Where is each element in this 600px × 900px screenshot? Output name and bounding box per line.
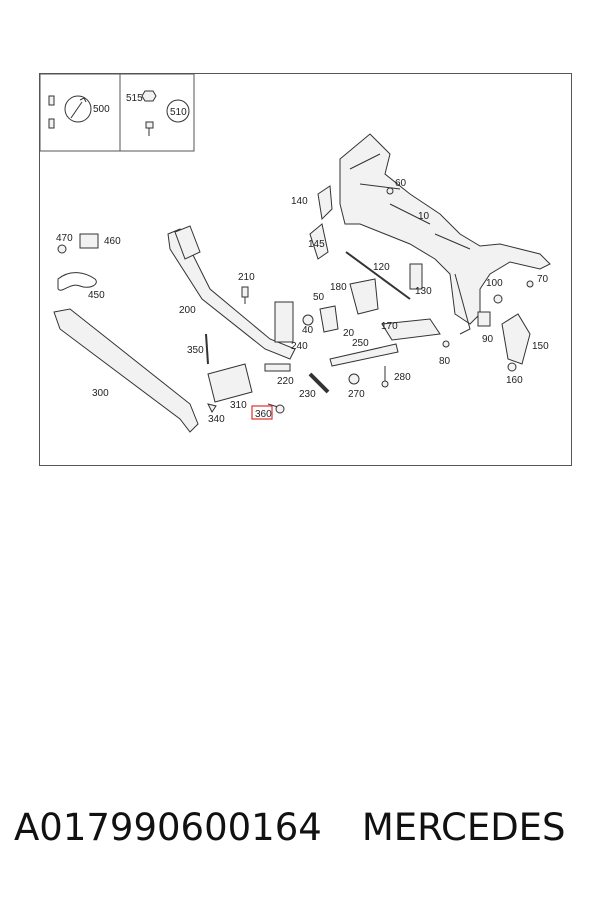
panel-170 xyxy=(381,318,441,341)
plate-220 xyxy=(264,363,291,372)
harness-450 xyxy=(57,272,97,291)
part-number: A017990600164 xyxy=(14,806,322,849)
callout-460[interactable]: 460 xyxy=(104,236,121,247)
parts-diagram: 500 515 510 10 60 140 145 120 130 180 50… xyxy=(39,73,572,466)
rod-120 xyxy=(345,251,411,300)
callout-60[interactable]: 60 xyxy=(395,178,407,189)
callout-130[interactable]: 130 xyxy=(415,286,432,297)
callout-140[interactable]: 140 xyxy=(291,196,308,207)
callout-250[interactable]: 250 xyxy=(352,338,369,349)
screw-280 xyxy=(381,380,389,388)
callout-160[interactable]: 160 xyxy=(506,375,523,386)
nut-270 xyxy=(348,373,360,385)
callout-230[interactable]: 230 xyxy=(299,389,316,400)
callout-70[interactable]: 70 xyxy=(537,274,549,285)
bumper-beam-300 xyxy=(53,308,199,433)
bracket-150 xyxy=(501,313,531,365)
callout-360[interactable]: 360 xyxy=(255,409,272,420)
callout-220[interactable]: 220 xyxy=(277,376,294,387)
callout-200[interactable]: 200 xyxy=(179,305,196,316)
bolt-210 xyxy=(241,286,249,298)
callout-80[interactable]: 80 xyxy=(439,356,451,367)
callout-170[interactable]: 170 xyxy=(381,321,398,332)
clip-90 xyxy=(477,311,491,327)
nut-screw-icon xyxy=(141,90,190,136)
bracket-140 xyxy=(317,185,333,221)
part-caption: A017990600164 MERCEDES xyxy=(14,806,594,856)
callout-350[interactable]: 350 xyxy=(187,345,204,356)
strip-250 xyxy=(329,343,399,367)
callout-310[interactable]: 310 xyxy=(230,400,247,411)
bolt-set-icon xyxy=(48,95,92,129)
callout-500[interactable]: 500 xyxy=(93,104,110,115)
callout-210[interactable]: 210 xyxy=(238,272,255,283)
callout-90[interactable]: 90 xyxy=(482,334,494,345)
callout-270[interactable]: 270 xyxy=(348,389,365,400)
callout-10[interactable]: 10 xyxy=(418,211,430,222)
highlight-box-360 xyxy=(251,405,273,420)
callout-180[interactable]: 180 xyxy=(330,282,347,293)
inset-box-510 xyxy=(119,74,195,152)
callout-150[interactable]: 150 xyxy=(532,341,549,352)
bolt-360 xyxy=(275,404,285,414)
mount-460 xyxy=(79,233,99,249)
clip-40 xyxy=(302,314,314,326)
bolt-230 xyxy=(308,372,330,394)
clip-340 xyxy=(207,403,217,413)
brand-name: MERCEDES xyxy=(361,806,566,849)
callout-145[interactable]: 145 xyxy=(308,239,325,250)
callout-240[interactable]: 240 xyxy=(291,341,308,352)
callout-50[interactable]: 50 xyxy=(313,292,325,303)
callout-120[interactable]: 120 xyxy=(373,262,390,273)
bracket-180 xyxy=(349,278,379,315)
callout-340[interactable]: 340 xyxy=(208,414,225,425)
exploded-view-drawing: 500 515 510 10 60 140 145 120 130 180 50… xyxy=(40,74,551,433)
absorber-310 xyxy=(207,363,253,403)
callout-20[interactable]: 20 xyxy=(343,328,355,339)
callout-40[interactable]: 40 xyxy=(302,325,314,336)
grommet-470 xyxy=(57,244,67,254)
bracket-145 xyxy=(309,223,329,260)
callout-470[interactable]: 470 xyxy=(56,233,73,244)
callout-100[interactable]: 100 xyxy=(486,278,503,289)
callout-510[interactable]: 510 xyxy=(170,107,187,118)
callout-300[interactable]: 300 xyxy=(92,388,109,399)
callout-280[interactable]: 280 xyxy=(394,372,411,383)
bracket-20 xyxy=(319,305,339,333)
callout-515[interactable]: 515 xyxy=(126,93,143,104)
callout-450[interactable]: 450 xyxy=(88,290,105,301)
bolt-350 xyxy=(205,333,209,365)
bracket-240 xyxy=(274,301,294,343)
radiator-support-frame xyxy=(339,133,551,335)
